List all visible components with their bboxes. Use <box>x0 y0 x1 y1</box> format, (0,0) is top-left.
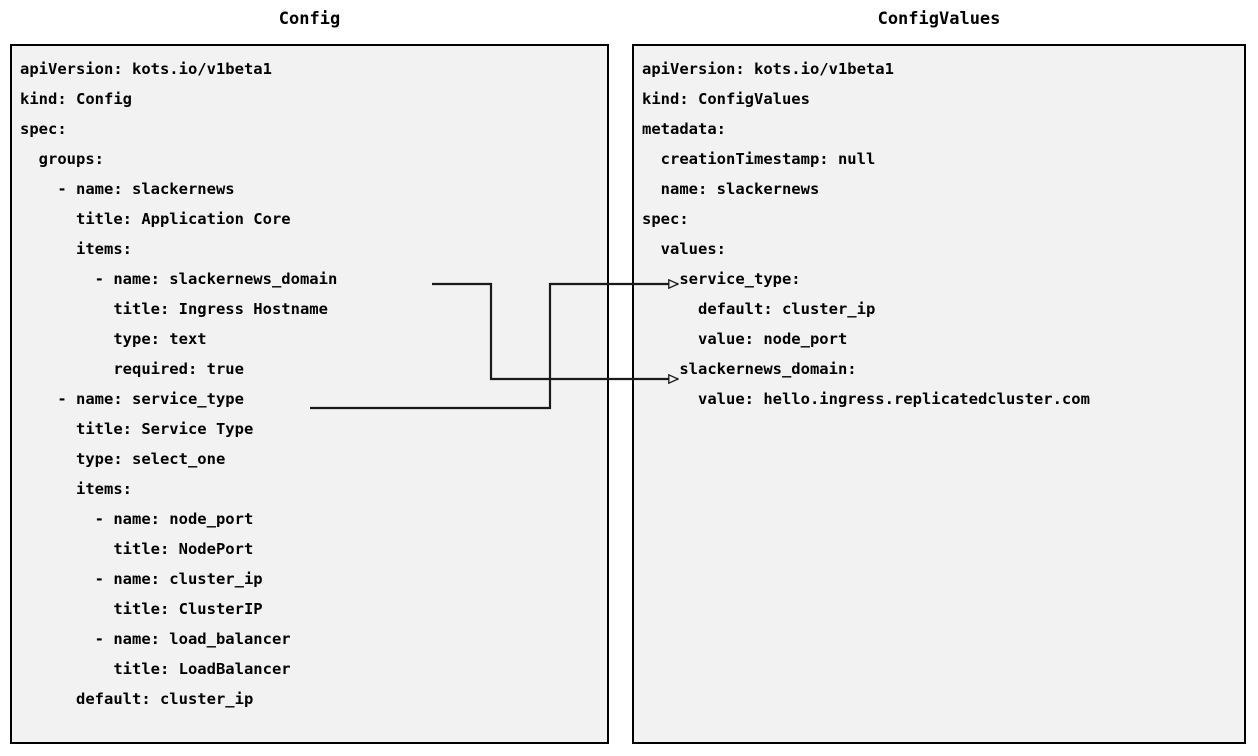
config-yaml-line: - name: service_type <box>20 390 244 408</box>
config-yaml-line: groups: <box>20 150 104 168</box>
config-yaml-line: items: <box>20 480 132 498</box>
config-yaml-line: - name: node_port <box>20 510 254 528</box>
configvalues-yaml-block: apiVersion: kots.io/v1beta1 kind: ConfigV… <box>642 54 1244 414</box>
configvalues-yaml-line: creationTimestamp: null <box>642 150 876 168</box>
config-yaml-line: title: ClusterIP <box>20 600 263 618</box>
config-yaml-line: required: true <box>20 360 244 378</box>
config-yaml-line: - name: cluster_ip <box>20 570 263 588</box>
config-yaml-line: spec: <box>20 120 67 138</box>
config-yaml-line: title: NodePort <box>20 540 254 558</box>
config-yaml-line: kind: Config <box>20 90 132 108</box>
config-yaml-block: apiVersion: kots.io/v1beta1 kind: Config s… <box>20 54 607 714</box>
config-yaml-line: type: text <box>20 330 207 348</box>
configvalues-yaml-line: values: <box>642 240 726 258</box>
config-yaml-line: - name: slackernews_domain <box>20 270 338 288</box>
configvalues-yaml-line: slackernews_domain: <box>642 360 857 378</box>
config-yaml-line: - name: slackernews <box>20 180 235 198</box>
page-title-config: Config <box>278 9 341 29</box>
config-panel: apiVersion: kots.io/v1beta1 kind: Config s… <box>10 44 609 744</box>
config-yaml-line: type: select_one <box>20 450 226 468</box>
configvalues-yaml-line: metadata: <box>642 120 726 138</box>
config-yaml-line: title: Service Type <box>20 420 254 438</box>
config-yaml-line: title: LoadBalancer <box>20 660 291 678</box>
configvalues-yaml-line: apiVersion: kots.io/v1beta1 <box>642 60 894 78</box>
config-yaml-line: - name: load_balancer <box>20 630 291 648</box>
config-yaml-line: default: cluster_ip <box>20 690 254 708</box>
configvalues-panel: apiVersion: kots.io/v1beta1 kind: ConfigV… <box>632 44 1246 744</box>
configvalues-yaml-line: kind: ConfigValues <box>642 90 810 108</box>
configvalues-yaml-line: name: slackernews <box>642 180 820 198</box>
configvalues-yaml-line: value: node_port <box>642 330 848 348</box>
config-yaml-line: apiVersion: kots.io/v1beta1 <box>20 60 272 78</box>
config-yaml-line: items: <box>20 240 132 258</box>
configvalues-yaml-line: spec: <box>642 210 689 228</box>
configvalues-yaml-line: default: cluster_ip <box>642 300 876 318</box>
config-yaml-line: title: Application Core <box>20 210 291 228</box>
configvalues-yaml-line: value: hello.ingress.replicatedcluster.c… <box>642 390 1090 408</box>
configvalues-yaml-line: service_type: <box>642 270 801 288</box>
page-title-configvalues: ConfigValues <box>877 9 1001 29</box>
config-yaml-line: title: Ingress Hostname <box>20 300 328 318</box>
